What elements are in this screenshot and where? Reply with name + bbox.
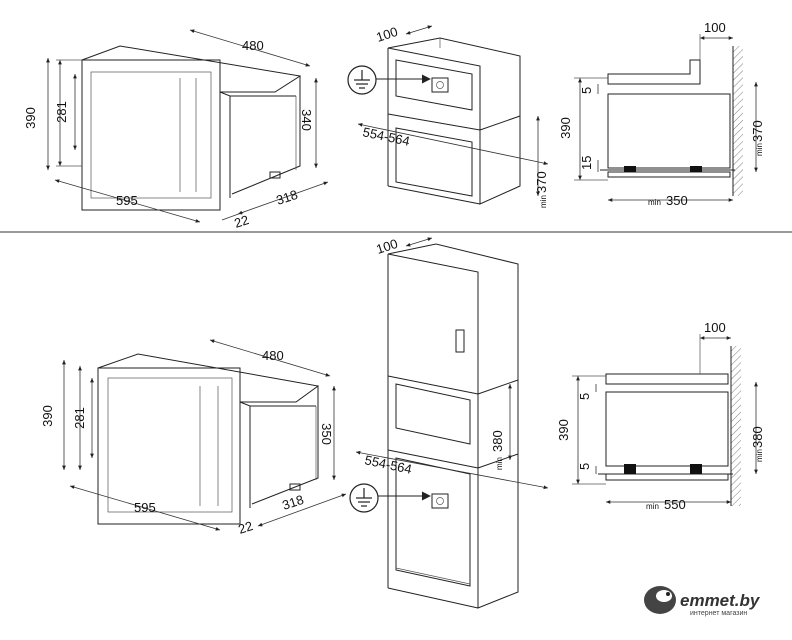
bottom-side-top-gap-label: 100 [704, 320, 726, 335]
top-cabinet-niche-height-label: 370 [534, 171, 549, 193]
bottom-side-upper-gap-label: 5 [577, 393, 592, 400]
brand-tagline: интернет магазин [690, 610, 747, 617]
bottom-side-niche-height-label: 380 [750, 426, 765, 448]
bottom-width-label: 595 [134, 500, 156, 515]
bottom-body-height-label: 350 [319, 423, 334, 445]
bottom-side-view: 100 390 5 5 min 380 min 550 [556, 320, 765, 512]
bottom-side-height-label: 390 [556, 419, 571, 441]
bottom-cabinet-niche-height-label: 380 [490, 430, 505, 452]
top-side-lower-gap-label: 15 [579, 156, 594, 170]
bottom-power-socket-icon [431, 493, 449, 509]
bottom-front-view: 480 390 281 350 595 22 318 [40, 339, 347, 537]
top-body-depth-label: 318 [274, 187, 299, 208]
bottom-side-depth-min-label: min [646, 502, 659, 511]
bottom-height-label: 390 [40, 405, 55, 427]
top-power-socket-icon [431, 77, 449, 93]
top-cabinet-view: 100 554-564 min 370 [347, 24, 549, 208]
bottom-side-lower-gap-label: 5 [577, 463, 592, 470]
top-width-label: 595 [116, 193, 138, 208]
bottom-depth-label: 480 [262, 348, 284, 363]
brand-name: emmet.by [680, 591, 761, 610]
top-side-top-gap-label: 100 [704, 20, 726, 35]
bottom-ground-symbol-icon [349, 483, 379, 513]
bottom-body-depth-label: 318 [280, 492, 305, 513]
bottom-side-wall [731, 346, 741, 506]
bottom-inner-height-label: 281 [72, 407, 87, 429]
top-cabinet-min-label: min [539, 195, 548, 208]
top-body-height-label: 340 [299, 109, 314, 131]
top-oven-door [81, 59, 221, 211]
top-ground-symbol-icon [347, 65, 377, 95]
bottom-side-depth-label: 550 [664, 497, 686, 512]
top-side-depth-min-label: min [648, 198, 661, 207]
top-side-view: 100 390 5 15 min 370 min 350 [558, 20, 765, 208]
bottom-side-min-label: min [755, 449, 764, 462]
bottom-cabinet-handle [455, 329, 465, 353]
top-side-depth-label: 350 [666, 193, 688, 208]
top-cabinet-niche-width-label: 554-564 [361, 124, 411, 149]
bottom-cabinet-view: 100 554-564 min 380 [349, 236, 549, 609]
top-side-min-label: min [755, 143, 764, 156]
bottom-cabinet-top-gap-label: 100 [374, 236, 399, 257]
top-side-height-label: 390 [558, 117, 573, 139]
brand-watermark: emmet.by интернет магазин [644, 586, 761, 617]
top-depth-label: 480 [242, 38, 264, 53]
bottom-cabinet-min-label: min [495, 457, 504, 470]
top-side-upper-gap-label: 5 [579, 87, 594, 94]
bottom-door-depth-label: 22 [236, 518, 254, 537]
emmet-bird-logo [644, 586, 677, 617]
top-door-depth-label: 22 [232, 212, 250, 231]
top-height-label: 390 [23, 107, 38, 129]
top-front-view: 480 390 281 340 595 22 318 [23, 29, 329, 231]
top-side-niche-height-label: 370 [750, 120, 765, 142]
top-side-wall [733, 46, 743, 196]
top-cabinet-top-gap-label: 100 [374, 24, 399, 45]
top-inner-height-label: 281 [54, 101, 69, 123]
